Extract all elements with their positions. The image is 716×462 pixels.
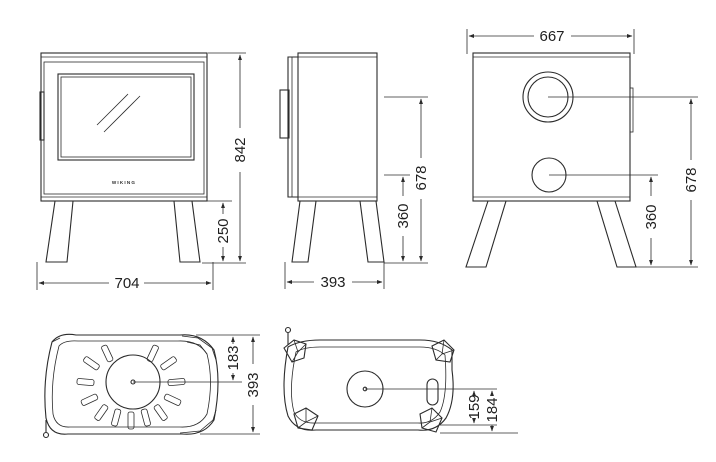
dim-rear-width: 667 (539, 28, 564, 45)
rear-leg-left (465, 200, 507, 268)
dim-front-height: 842 (232, 137, 249, 162)
dim-rear-height: 678 (683, 167, 700, 192)
dim-top-depth: 393 (245, 372, 262, 397)
dim-side-lower: 360 (395, 203, 412, 228)
dim-rear-lower: 360 (643, 204, 660, 229)
bottom-foot-bottom-left (293, 407, 319, 431)
dim-bottom-outlet-1: 159 (466, 394, 483, 419)
bottom-view: 159 184 (283, 326, 518, 434)
dim-bottom-outlet-2: 184 (484, 397, 501, 422)
front-view: WIKING 704 842 250 (36, 52, 249, 292)
side-door-handle (279, 89, 290, 139)
bottom-foot-bottom-right (419, 407, 443, 433)
front-leg-left (45, 200, 74, 263)
bottom-foot-top-right (431, 339, 455, 363)
brand-label: WIKING (112, 180, 136, 185)
front-glass-window (57, 73, 195, 161)
dim-side-depth: 393 (320, 274, 345, 291)
top-view: 183 393 (42, 333, 262, 439)
dim-front-leg-height: 250 (215, 218, 232, 243)
bottom-slot (426, 378, 439, 406)
dim-side-height: 678 (413, 165, 430, 190)
bottom-foot-top-left (283, 339, 307, 363)
top-radial-vents (76, 344, 186, 430)
rear-leg-right (596, 200, 637, 268)
dim-front-width: 704 (114, 275, 139, 292)
front-leg-right (173, 200, 201, 263)
side-leg-rear (359, 200, 385, 263)
side-view: 393 678 360 (279, 52, 430, 291)
side-leg-front (291, 200, 317, 263)
dim-top-offset: 183 (225, 345, 242, 370)
rear-view: 667 678 360 (465, 28, 700, 268)
